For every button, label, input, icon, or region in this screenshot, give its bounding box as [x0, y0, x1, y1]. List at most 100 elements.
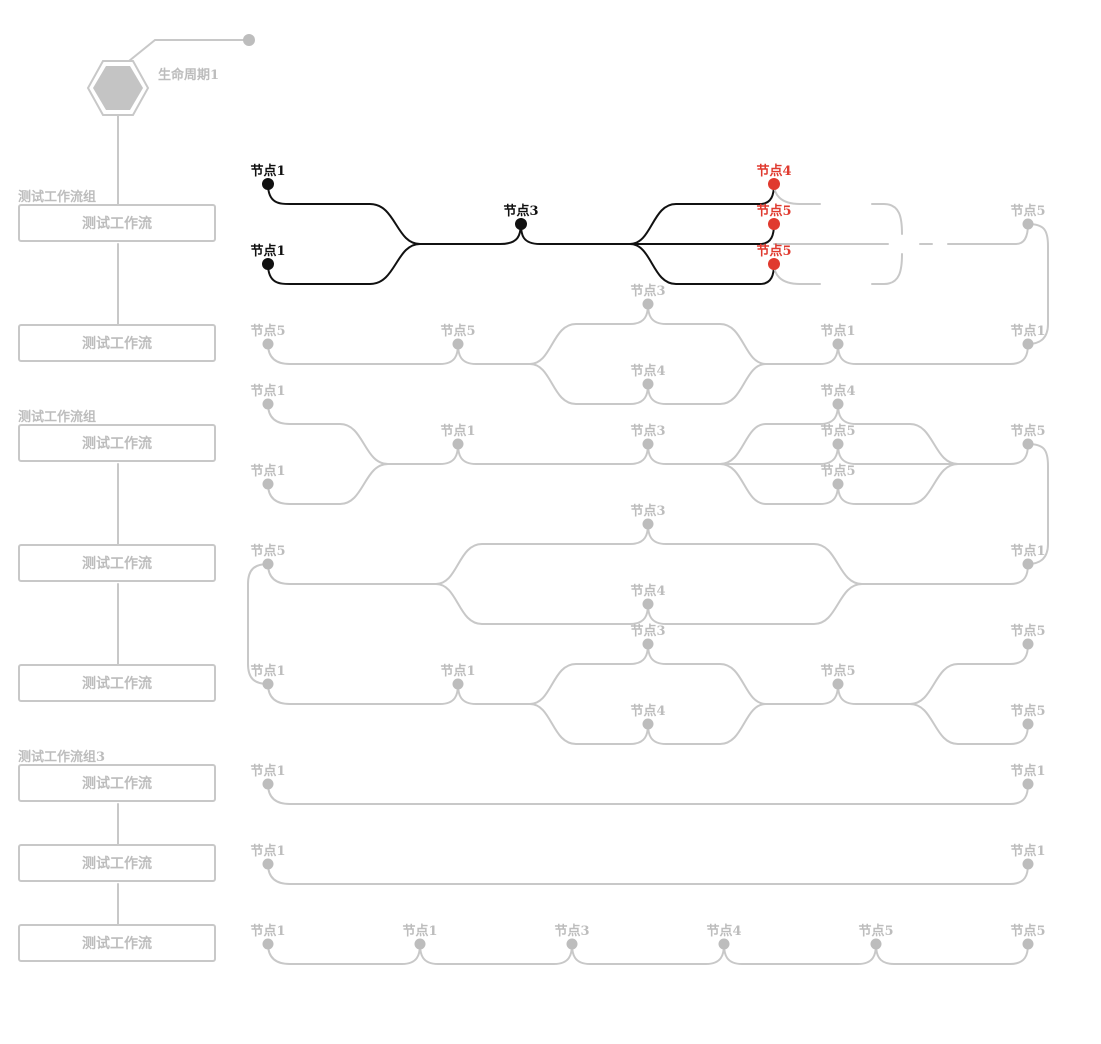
- edge-r1-n1a-n3: [267, 183, 522, 245]
- edge-r7-main: [267, 863, 1029, 885]
- node-label: 节点1: [1010, 324, 1046, 339]
- edge-r1-tail-dash-top: [871, 203, 903, 235]
- node-label: 节点1: [250, 164, 286, 179]
- node-label: 节点1: [820, 324, 856, 339]
- edge-r2-main: [267, 303, 1029, 365]
- edge-r1-n1b-merge: [267, 243, 421, 285]
- node-dot[interactable]: [642, 718, 654, 730]
- node-label: 节点1: [250, 384, 286, 399]
- node-dot[interactable]: [642, 378, 654, 390]
- node-label: 节点4: [706, 924, 742, 939]
- edge-r1-tail-dash-bottom: [871, 253, 903, 285]
- node-dot[interactable]: [642, 598, 654, 610]
- edge-r6-main: [267, 783, 1029, 805]
- node-label: 节点5: [820, 424, 856, 439]
- workflow-box-8[interactable]: 测试工作流: [18, 924, 216, 962]
- node-dot[interactable]: [262, 338, 274, 350]
- node-dot[interactable]: [1022, 638, 1034, 650]
- node-label: 节点4: [630, 364, 666, 379]
- node-dot[interactable]: [452, 338, 464, 350]
- node-dot[interactable]: [870, 938, 882, 950]
- node-dot[interactable]: [1022, 778, 1034, 790]
- node-label: 节点1: [250, 664, 286, 679]
- node-dot[interactable]: [262, 938, 274, 950]
- node-dot[interactable]: [642, 518, 654, 530]
- node-dot[interactable]: [1022, 938, 1034, 950]
- node-label: 节点4: [630, 704, 666, 719]
- node-dot[interactable]: [1022, 858, 1034, 870]
- node-dot[interactable]: [832, 478, 844, 490]
- workflow-box-4[interactable]: 测试工作流: [18, 544, 216, 582]
- node-label: 节点4: [756, 164, 792, 179]
- node-label: 节点1: [1010, 844, 1046, 859]
- node-dot[interactable]: [768, 218, 780, 230]
- node-label: 节点5: [1010, 424, 1046, 439]
- node-dot[interactable]: [452, 438, 464, 450]
- node-dot[interactable]: [768, 258, 780, 270]
- node-label: 节点5: [858, 924, 894, 939]
- node-dot[interactable]: [262, 778, 274, 790]
- workflow-box-5[interactable]: 测试工作流: [18, 664, 216, 702]
- node-label: 节点1: [440, 424, 476, 439]
- node-label: 节点5: [1010, 204, 1046, 219]
- node-label: 节点4: [630, 584, 666, 599]
- node-dot[interactable]: [642, 298, 654, 310]
- node-label: 节点5: [250, 544, 286, 559]
- node-dot[interactable]: [262, 178, 274, 190]
- node-dot[interactable]: [832, 338, 844, 350]
- node-label: 节点5: [1010, 624, 1046, 639]
- edge-r1-to-r2: [1027, 223, 1049, 345]
- lifecycle-pin-line: [128, 39, 250, 62]
- node-dot[interactable]: [832, 438, 844, 450]
- workflow-box-6[interactable]: 测试工作流: [18, 764, 216, 802]
- node-dot[interactable]: [452, 678, 464, 690]
- node-dot[interactable]: [718, 938, 730, 950]
- node-label: 节点1: [1010, 544, 1046, 559]
- edge-r1-to-n4: [629, 183, 775, 245]
- group-label-3: 测试工作流组3: [18, 750, 106, 765]
- workflow-box-7[interactable]: 测试工作流: [18, 844, 216, 882]
- node-label: 节点5: [820, 664, 856, 679]
- node-dot[interactable]: [262, 558, 274, 570]
- node-dot[interactable]: [262, 398, 274, 410]
- edge-r1-to-n5b: [629, 243, 775, 285]
- edge-r1-tail-bottom: [773, 263, 821, 285]
- node-dot[interactable]: [566, 938, 578, 950]
- workflow-box-3[interactable]: 测试工作流: [18, 424, 216, 462]
- node-dot[interactable]: [262, 678, 274, 690]
- node-label: 节点3: [630, 284, 666, 299]
- lifecycle-hexagon-inner: [93, 66, 143, 110]
- node-dot[interactable]: [262, 478, 274, 490]
- node-dot[interactable]: [768, 178, 780, 190]
- edge-r5-main: [267, 643, 1029, 705]
- edge-r1-n3-split: [520, 223, 631, 245]
- node-label: 节点1: [1010, 764, 1046, 779]
- node-label: 节点5: [756, 204, 792, 219]
- workflow-box-2[interactable]: 测试工作流: [18, 324, 216, 362]
- node-dot[interactable]: [1022, 338, 1034, 350]
- node-label: 节点5: [250, 324, 286, 339]
- node-label: 节点3: [503, 204, 539, 219]
- node-dot[interactable]: [262, 858, 274, 870]
- node-dot[interactable]: [642, 438, 654, 450]
- node-dot[interactable]: [1022, 218, 1034, 230]
- node-label: 节点3: [554, 924, 590, 939]
- node-label: 节点1: [250, 844, 286, 859]
- node-dot[interactable]: [1022, 438, 1034, 450]
- node-dot[interactable]: [262, 258, 274, 270]
- node-dot[interactable]: [414, 938, 426, 950]
- node-dot[interactable]: [515, 218, 527, 230]
- node-dot[interactable]: [642, 638, 654, 650]
- lifecycle-pin-dot: [243, 34, 255, 46]
- node-dot[interactable]: [832, 678, 844, 690]
- node-dot[interactable]: [832, 398, 844, 410]
- edge-r4-to-r5: [247, 563, 269, 685]
- node-dot[interactable]: [1022, 718, 1034, 730]
- node-label: 节点5: [1010, 704, 1046, 719]
- node-dot[interactable]: [1022, 558, 1034, 570]
- node-label: 节点3: [630, 624, 666, 639]
- workflow-box-1[interactable]: 测试工作流: [18, 204, 216, 242]
- edge-r3-split: [719, 403, 1029, 465]
- edge-r4-main: [267, 523, 1029, 585]
